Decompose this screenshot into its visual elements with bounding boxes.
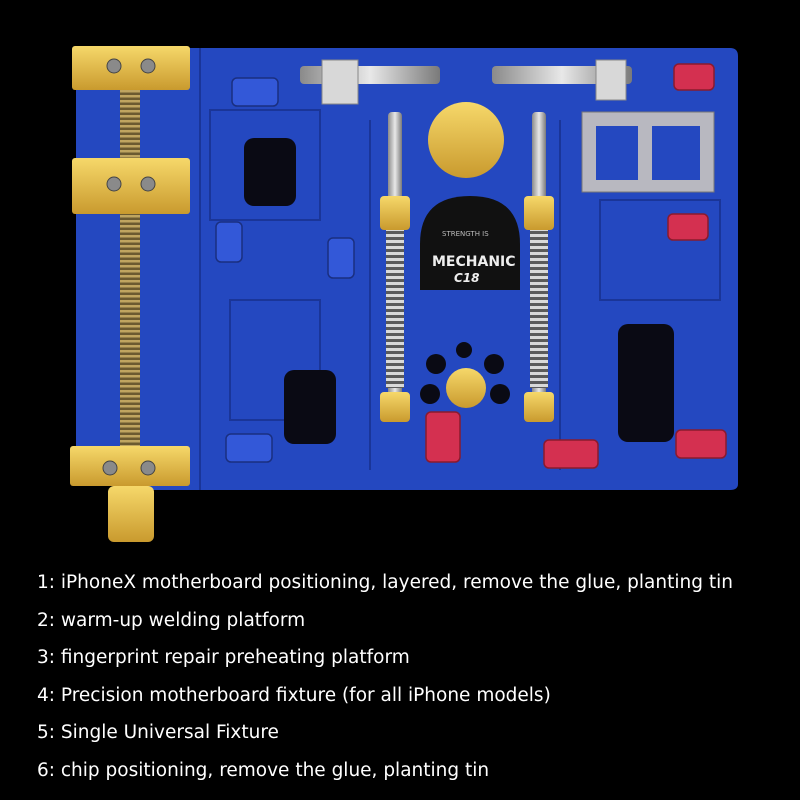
red-clip (543, 439, 599, 469)
feature-item: 6: chip positioning, remove the glue, pl… (37, 759, 490, 781)
small-brass-disc (446, 368, 486, 408)
feature-item: 4: Precision motherboard fixture (for al… (37, 684, 551, 706)
vise-jaw-top (72, 46, 190, 90)
vise-jaw-middle (72, 158, 190, 214)
blue-platform (76, 48, 738, 490)
blue-clip (215, 221, 243, 263)
red-clip (667, 213, 709, 241)
mechanic-badge (420, 196, 520, 290)
vise-knob (108, 486, 154, 542)
top-rail-left (300, 66, 440, 84)
window-left-top (244, 138, 296, 206)
window-left-bottom (284, 370, 336, 444)
spring-left (386, 228, 404, 388)
spring-right (530, 228, 548, 388)
window-right (618, 324, 674, 442)
brass-preheat-disc (428, 102, 504, 178)
badge-model: C18 (454, 271, 480, 285)
platform-recess-lines (199, 48, 721, 490)
product-photo: STRENGTH IS MECHANIC C18 (70, 46, 738, 542)
feature-item: 1: iPhoneX motherboard positioning, laye… (37, 572, 733, 593)
blue-clip (327, 237, 355, 279)
red-clip (425, 411, 461, 463)
vise-jaw-bottom (70, 446, 190, 486)
badge-brand: MECHANIC (432, 254, 516, 270)
lead-screw (120, 88, 140, 450)
blue-clip (225, 433, 273, 463)
feature-item: 2: warm-up welding platform (37, 609, 306, 631)
red-clip (673, 63, 715, 91)
blue-clip (231, 77, 279, 107)
feature-item: 5: Single Universal Fixture (37, 722, 279, 744)
red-clip (675, 429, 727, 459)
feature-list: 1: iPhoneX motherboard positioning, laye… (37, 564, 787, 790)
feature-item: 3: fingerprint repair preheating platfor… (37, 647, 410, 669)
badge-small-left: STRENGTH IS (442, 230, 489, 238)
